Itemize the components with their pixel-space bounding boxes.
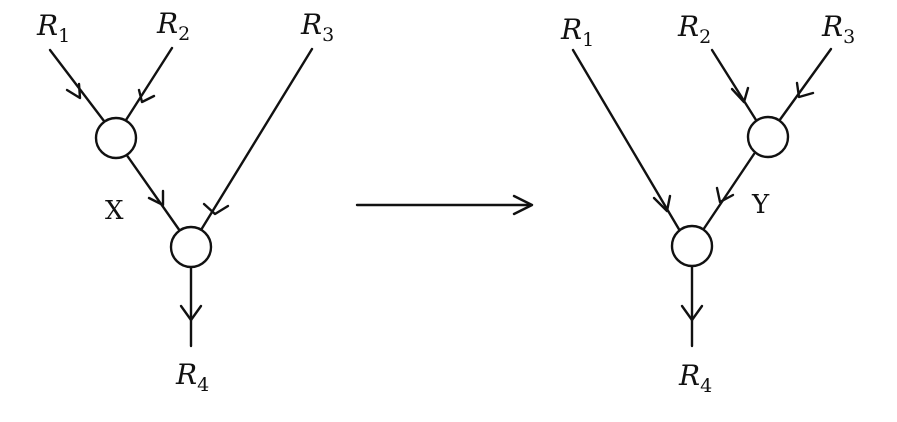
right-diagram: R1 R2 R3 Y R4 — [560, 10, 855, 397]
arrowhead-y — [715, 186, 735, 204]
arrowhead-r3 — [795, 81, 815, 99]
label-x: X — [105, 196, 124, 226]
arrowhead-x — [147, 189, 165, 207]
arrowhead-r2 — [730, 86, 750, 104]
combine-node-1 — [746, 115, 790, 159]
edge-node1-to-node2 — [701, 152, 756, 232]
edge-r2-to-node1 — [124, 46, 174, 122]
label-r2: R2 — [677, 10, 711, 48]
label-r3: R3 — [821, 10, 855, 48]
edge-r3-to-node1 — [777, 47, 833, 123]
label-r2: R2 — [156, 7, 190, 45]
label-r4: R4 — [175, 358, 209, 396]
transform-arrow — [355, 194, 534, 216]
arrowhead-r1 — [65, 82, 82, 100]
combine-node-2 — [169, 225, 213, 269]
edge-node1-to-node2 — [124, 152, 182, 233]
edge-r1-to-node1 — [48, 48, 106, 123]
edge-r2-to-node1 — [710, 48, 758, 122]
arrowhead-r2 — [137, 88, 156, 104]
label-y: Y — [751, 190, 770, 220]
arrowhead-r1 — [652, 194, 672, 213]
edge-r1-to-node2 — [571, 48, 682, 233]
edge-r3-to-node2 — [199, 47, 314, 232]
arrowhead-r3 — [202, 202, 230, 216]
arrowhead-r4 — [680, 304, 704, 322]
left-diagram: R1 R2 R3 X R4 — [36, 7, 334, 396]
arrowhead-r4 — [179, 304, 203, 322]
label-r1: R1 — [560, 13, 594, 51]
label-r3: R3 — [300, 8, 334, 46]
combine-node-1 — [94, 116, 138, 160]
label-r1: R1 — [36, 9, 70, 47]
label-r4: R4 — [678, 359, 712, 397]
combine-node-2 — [670, 224, 714, 268]
